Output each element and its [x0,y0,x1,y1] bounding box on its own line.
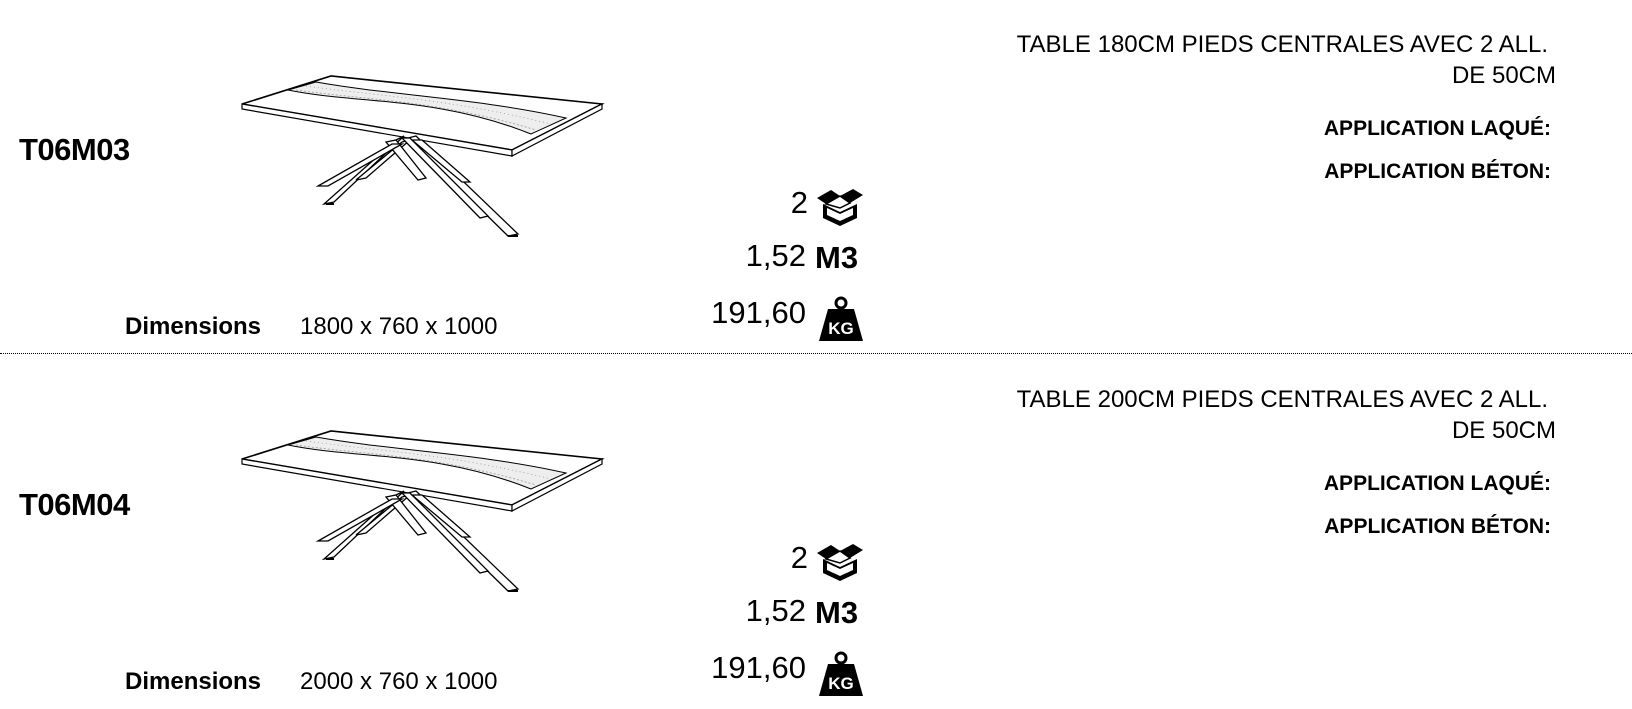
application-lacquered: APPLICATION LAQUÉ: [1323,472,1551,495]
dimensions-value: 1800 x 760 x 1000 [300,313,498,340]
application-concrete: APPLICATION BÉTON: [1324,160,1551,183]
product-entry: T06M04 Dimensions 2000 x 760 x 1000 2 1,… [0,355,1632,709]
product-entry: T06M03 Dimensions 1800 x 760 x 1000 2 [0,0,1632,354]
weight-value: 191,60 [711,295,806,330]
weight-value: 191,60 [711,650,806,685]
weight-unit: KG [828,674,854,693]
package-box-icon [817,189,863,226]
product-code: T06M03 [19,132,130,167]
box-count: 2 [790,540,808,575]
description-line-2: DE 50CM [1451,417,1556,444]
package-box-icon [817,544,863,581]
weight-kg-icon: KG [819,296,863,341]
application-lacquered: APPLICATION LAQUÉ: [1323,117,1551,140]
product-description: TABLE 200CM PIEDS CENTRALES AVEC 2 ALL. … [1016,384,1556,446]
dimensions-value: 2000 x 760 x 1000 [300,668,498,695]
dimensions-label: Dimensions [125,313,262,340]
volume-value: 1,52 [745,593,806,628]
product-code: T06M04 [19,487,130,522]
weight-unit: KG [828,319,854,338]
volume-unit: M3 [815,595,859,630]
dimensions-label: Dimensions [125,668,262,695]
product-description: TABLE 180CM PIEDS CENTRALES AVEC 2 ALL. … [1016,29,1556,91]
table-drawing [241,430,605,592]
table-drawing [241,75,605,237]
volume-value: 1,52 [745,238,806,273]
application-concrete: APPLICATION BÉTON: [1324,515,1551,538]
description-line-1: TABLE 180CM PIEDS CENTRALES AVEC 2 ALL. [1016,31,1548,58]
box-count: 2 [790,185,808,220]
description-line-1: TABLE 200CM PIEDS CENTRALES AVEC 2 ALL. [1016,386,1548,413]
weight-kg-icon: KG [819,651,863,696]
description-line-2: DE 50CM [1451,62,1556,89]
volume-unit: M3 [815,240,859,275]
row-divider [0,353,1632,354]
